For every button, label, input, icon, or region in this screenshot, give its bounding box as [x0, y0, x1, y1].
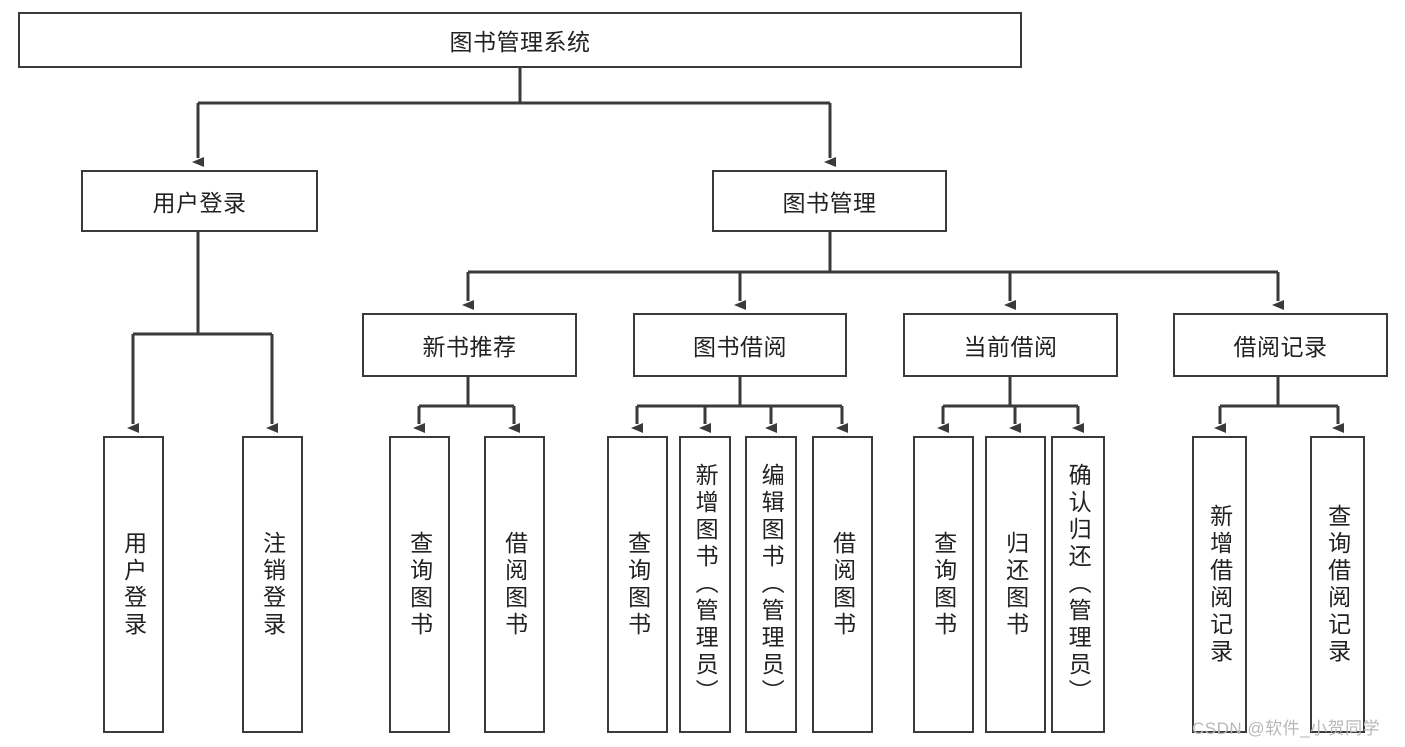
node-label: 查询借阅记录 — [1324, 503, 1351, 666]
node-label: 新书推荐 — [422, 334, 517, 360]
node-user-login[interactable]: 用户登录 — [81, 170, 318, 232]
node-label: 借阅图书 — [829, 530, 856, 639]
csdn-watermark: CSDN @软件_小贺同学 — [1192, 719, 1381, 738]
node-book-borrowing[interactable]: 图书借阅 — [633, 313, 847, 377]
node-label: 查询图书 — [624, 530, 651, 639]
node-label: 新增借阅记录 — [1206, 503, 1233, 666]
node-label: 查询图书 — [930, 530, 957, 639]
node-label: 归还图书 — [1002, 530, 1029, 639]
node-label: 图书借阅 — [693, 334, 787, 360]
node-label: 图书管理系统 — [449, 29, 591, 55]
leaf-user-login[interactable]: 用户登录 — [103, 436, 164, 733]
node-label: 借阅图书 — [501, 530, 528, 639]
leaf-borrow-book-nbr[interactable]: 借阅图书 — [484, 436, 545, 733]
leaf-edit-book-admin[interactable]: 编辑图书（管理员） — [745, 436, 797, 733]
node-label: 查询图书 — [406, 530, 433, 639]
node-book-management-system[interactable]: 图书管理系统 — [18, 12, 1022, 68]
node-label: 用户登录 — [120, 530, 147, 639]
node-label: 确认归还（管理员） — [1065, 463, 1092, 706]
node-label: 用户登录 — [152, 190, 247, 216]
leaf-query-book-bb[interactable]: 查询图书 — [607, 436, 668, 733]
node-label: 编辑图书（管理员） — [758, 463, 785, 706]
leaf-logout[interactable]: 注销登录 — [242, 436, 303, 733]
leaf-borrow-book-bb[interactable]: 借阅图书 — [812, 436, 873, 733]
leaf-add-book-admin[interactable]: 新增图书（管理员） — [679, 436, 731, 733]
node-borrowing-record[interactable]: 借阅记录 — [1173, 313, 1388, 377]
node-label: 当前借阅 — [963, 334, 1058, 360]
node-label: 图书管理 — [782, 190, 877, 216]
node-current-borrowing[interactable]: 当前借阅 — [903, 313, 1118, 377]
leaf-confirm-return-admin[interactable]: 确认归还（管理员） — [1051, 436, 1105, 733]
leaf-add-borrow-record[interactable]: 新增借阅记录 — [1192, 436, 1247, 733]
node-label: 借阅记录 — [1233, 334, 1328, 360]
leaf-query-book-nbr[interactable]: 查询图书 — [389, 436, 450, 733]
leaf-query-book-cb[interactable]: 查询图书 — [913, 436, 974, 733]
leaf-query-borrow-record[interactable]: 查询借阅记录 — [1310, 436, 1365, 733]
node-new-book-recommendation[interactable]: 新书推荐 — [362, 313, 577, 377]
leaf-return-book[interactable]: 归还图书 — [985, 436, 1046, 733]
node-label: 注销登录 — [259, 530, 286, 639]
node-book-management[interactable]: 图书管理 — [712, 170, 947, 232]
node-label: 新增图书（管理员） — [692, 463, 719, 706]
